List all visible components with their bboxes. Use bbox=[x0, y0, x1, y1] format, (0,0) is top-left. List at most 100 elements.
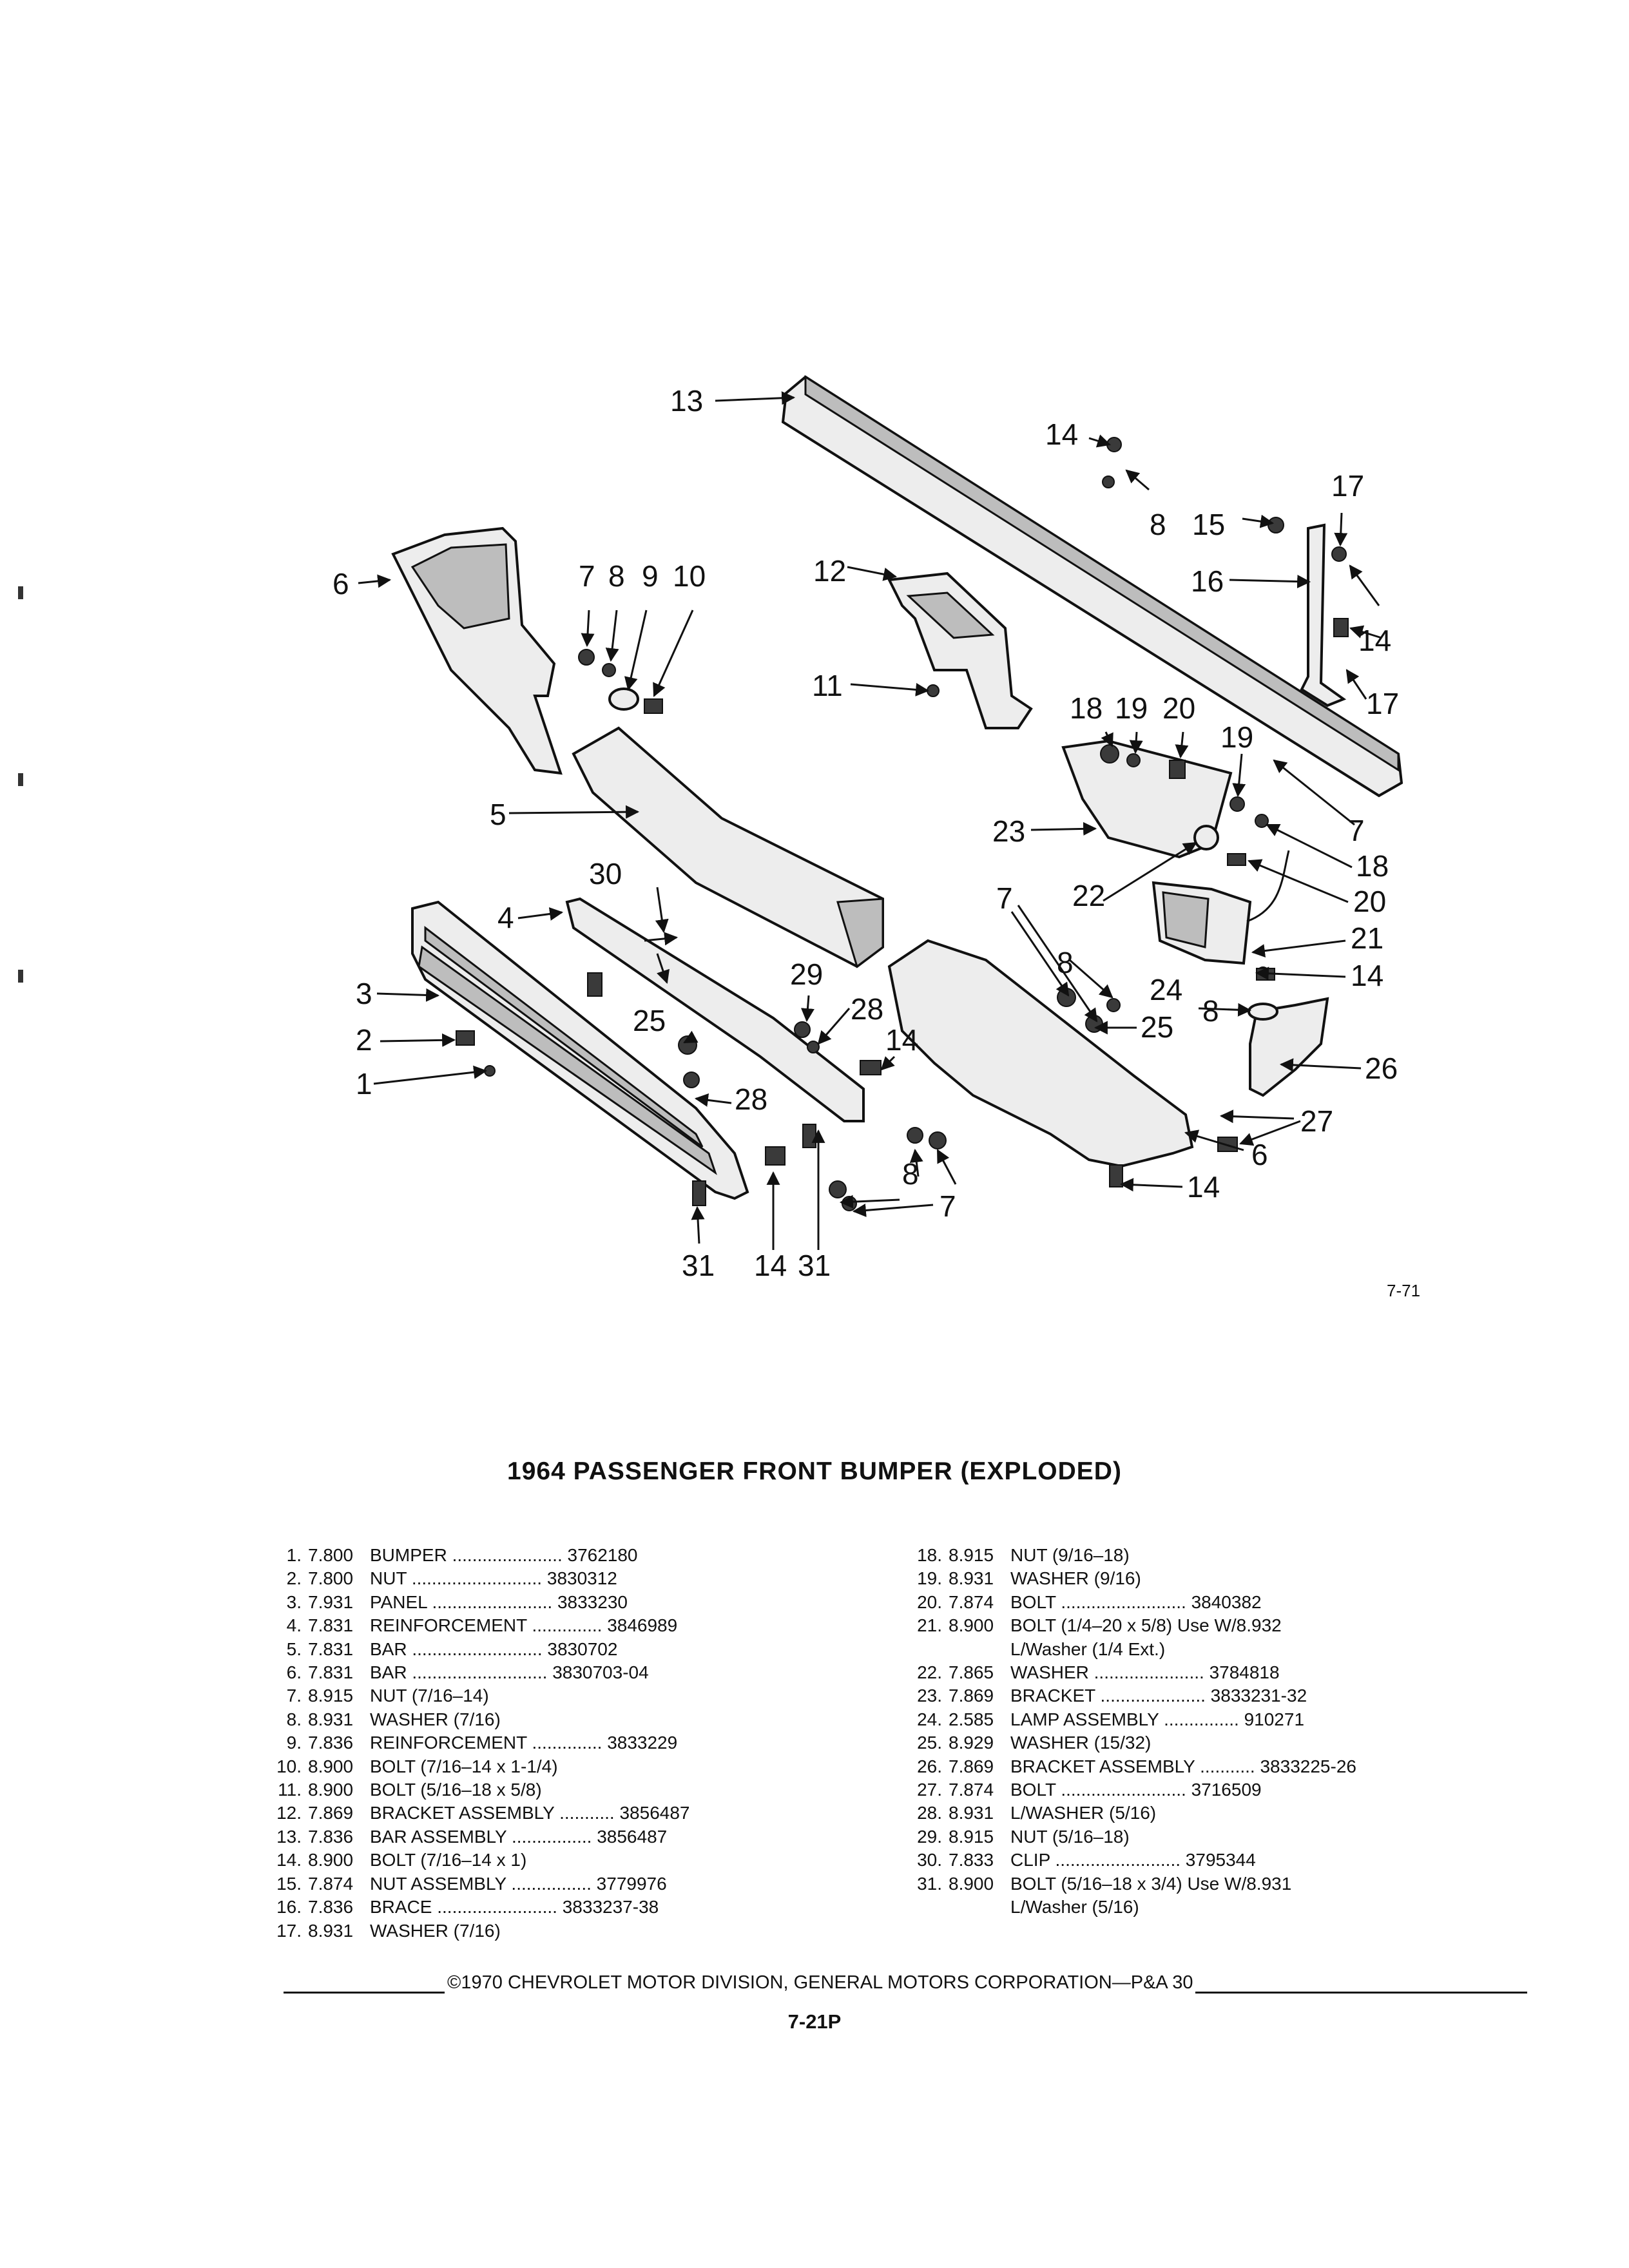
part-description: WASHER (9/16) bbox=[1010, 1568, 1141, 1589]
reinforcement-4 bbox=[565, 897, 865, 1122]
part-description-line: BUMPER ...................... 3762180 bbox=[370, 1544, 887, 1567]
item-number: 13. bbox=[276, 1826, 302, 1847]
callout-24: 24 bbox=[1150, 973, 1182, 1006]
part-number: 3784818 bbox=[1209, 1662, 1280, 1683]
item-number: 25. bbox=[917, 1733, 942, 1753]
item-number: 19. bbox=[917, 1568, 942, 1589]
part-description: NUT .......................... bbox=[370, 1568, 543, 1589]
callout-25: 25 bbox=[633, 1004, 666, 1037]
item-number: 12. bbox=[276, 1803, 302, 1823]
part-description-line: BOLT (7/16–14 x 1-1/4) bbox=[370, 1755, 887, 1778]
part-description: LAMP ASSEMBLY ............... bbox=[1010, 1709, 1239, 1729]
part-description: WASHER (7/16) bbox=[370, 1920, 501, 1941]
part-description: BOLT ......................... bbox=[1010, 1780, 1186, 1800]
item-number: 1. bbox=[286, 1545, 302, 1565]
part-number: 3833237-38 bbox=[562, 1897, 659, 1917]
part-description: WASHER (7/16) bbox=[370, 1709, 501, 1729]
part-description-line: WASHER ...................... 3784818 bbox=[1010, 1661, 1527, 1684]
part-description-line: BRACKET ..................... 3833231-32 bbox=[1010, 1684, 1527, 1707]
part-description-line: NUT (9/16–18) bbox=[1010, 1544, 1527, 1567]
part-description-line: NUT .......................... 3830312 bbox=[370, 1567, 887, 1590]
group-number: 8.900 bbox=[308, 1850, 354, 1870]
callout-15: 15 bbox=[1192, 508, 1225, 541]
part-number: 910271 bbox=[1244, 1709, 1305, 1729]
callout-31: 31 bbox=[798, 1249, 831, 1282]
callout-21: 21 bbox=[1351, 921, 1383, 955]
part-description-continuation: L/Washer (1/4 Ext.) bbox=[1010, 1639, 1166, 1659]
part-description-line: BOLT ......................... 3840382 bbox=[1010, 1591, 1527, 1614]
bar-assembly-13 bbox=[781, 375, 1403, 798]
part-description-line: BOLT (5/16–18 x 5/8) bbox=[370, 1778, 887, 1802]
callout-16: 16 bbox=[1191, 564, 1224, 598]
part-description-line: WASHER (9/16) bbox=[1010, 1567, 1527, 1590]
item-number: 14. bbox=[276, 1850, 302, 1870]
part-description: BUMPER ...................... bbox=[370, 1545, 563, 1565]
part-description-line: BOLT (7/16–14 x 1) bbox=[370, 1849, 887, 1872]
group-number: 7.836 bbox=[308, 1733, 354, 1753]
callout-26: 26 bbox=[1365, 1052, 1398, 1085]
item-number: 9. bbox=[286, 1733, 302, 1753]
page-number: 7-21P bbox=[787, 2010, 842, 2033]
part-number: 3830312 bbox=[546, 1568, 617, 1589]
callout-18: 18 bbox=[1070, 691, 1103, 725]
callout-7: 7 bbox=[1348, 814, 1365, 847]
item-number: 21. bbox=[917, 1615, 942, 1636]
callout-6: 6 bbox=[333, 567, 349, 601]
callout-8: 8 bbox=[1057, 946, 1074, 979]
callout-13: 13 bbox=[670, 384, 703, 418]
part-description-line: BAR .......................... 3830702 bbox=[370, 1638, 887, 1661]
callout-14: 14 bbox=[1187, 1170, 1220, 1204]
item-number: 30. bbox=[917, 1850, 942, 1870]
part-description: BRACKET ASSEMBLY ........... bbox=[1010, 1756, 1255, 1776]
callout-19: 19 bbox=[1220, 720, 1253, 754]
part-number: 3856487 bbox=[619, 1803, 690, 1823]
group-number: 7.800 bbox=[308, 1545, 354, 1565]
part-description: NUT (5/16–18) bbox=[1010, 1826, 1130, 1847]
part-description: WASHER (15/32) bbox=[1010, 1733, 1152, 1753]
part-description: NUT (9/16–18) bbox=[1010, 1545, 1130, 1565]
part-description-line: BRACE ........................ 3833237-3… bbox=[370, 1896, 887, 1919]
callout-8: 8 bbox=[902, 1157, 919, 1191]
group-number: 7.833 bbox=[949, 1850, 994, 1870]
binding-mark bbox=[18, 586, 23, 599]
part-description: BRACKET ASSEMBLY ........... bbox=[370, 1803, 615, 1823]
bracket-assembly-12 bbox=[887, 572, 1033, 729]
part-description: L/WASHER (5/16) bbox=[1010, 1803, 1157, 1823]
part-description-line: BOLT ......................... 3716509 bbox=[1010, 1778, 1527, 1802]
group-number: 8.915 bbox=[308, 1686, 354, 1706]
part-number: 3830702 bbox=[547, 1639, 618, 1659]
callout-20: 20 bbox=[1162, 691, 1195, 725]
group-number: 7.865 bbox=[949, 1662, 994, 1683]
group-number: 8.900 bbox=[308, 1756, 354, 1776]
item-number: 8. bbox=[286, 1709, 302, 1729]
footer-rule bbox=[284, 1985, 445, 1994]
part-description-line: NUT (7/16–14) bbox=[370, 1684, 887, 1707]
part-number: 3846989 bbox=[607, 1615, 678, 1636]
item-number: 27. bbox=[917, 1780, 942, 1800]
part-description: NUT ASSEMBLY ................ bbox=[370, 1873, 592, 1894]
item-number: 22. bbox=[917, 1662, 942, 1683]
figure-reference: 7-71 bbox=[1387, 1281, 1420, 1300]
group-number: 8.915 bbox=[949, 1545, 994, 1565]
item-number: 31. bbox=[917, 1873, 942, 1894]
item-number: 11. bbox=[278, 1780, 302, 1800]
part-description-line: WASHER (15/32) bbox=[1010, 1731, 1527, 1754]
item-number: 2. bbox=[286, 1568, 302, 1589]
callout-27: 27 bbox=[1300, 1104, 1333, 1138]
callout-30: 30 bbox=[589, 857, 622, 890]
callout-1: 1 bbox=[356, 1067, 372, 1100]
item-number: 17. bbox=[276, 1920, 302, 1941]
callout-8: 8 bbox=[1150, 508, 1166, 541]
callout-11: 11 bbox=[812, 669, 843, 702]
callout-31: 31 bbox=[682, 1249, 715, 1282]
group-number: 8.900 bbox=[949, 1873, 994, 1894]
group-number: 7.869 bbox=[308, 1803, 354, 1823]
